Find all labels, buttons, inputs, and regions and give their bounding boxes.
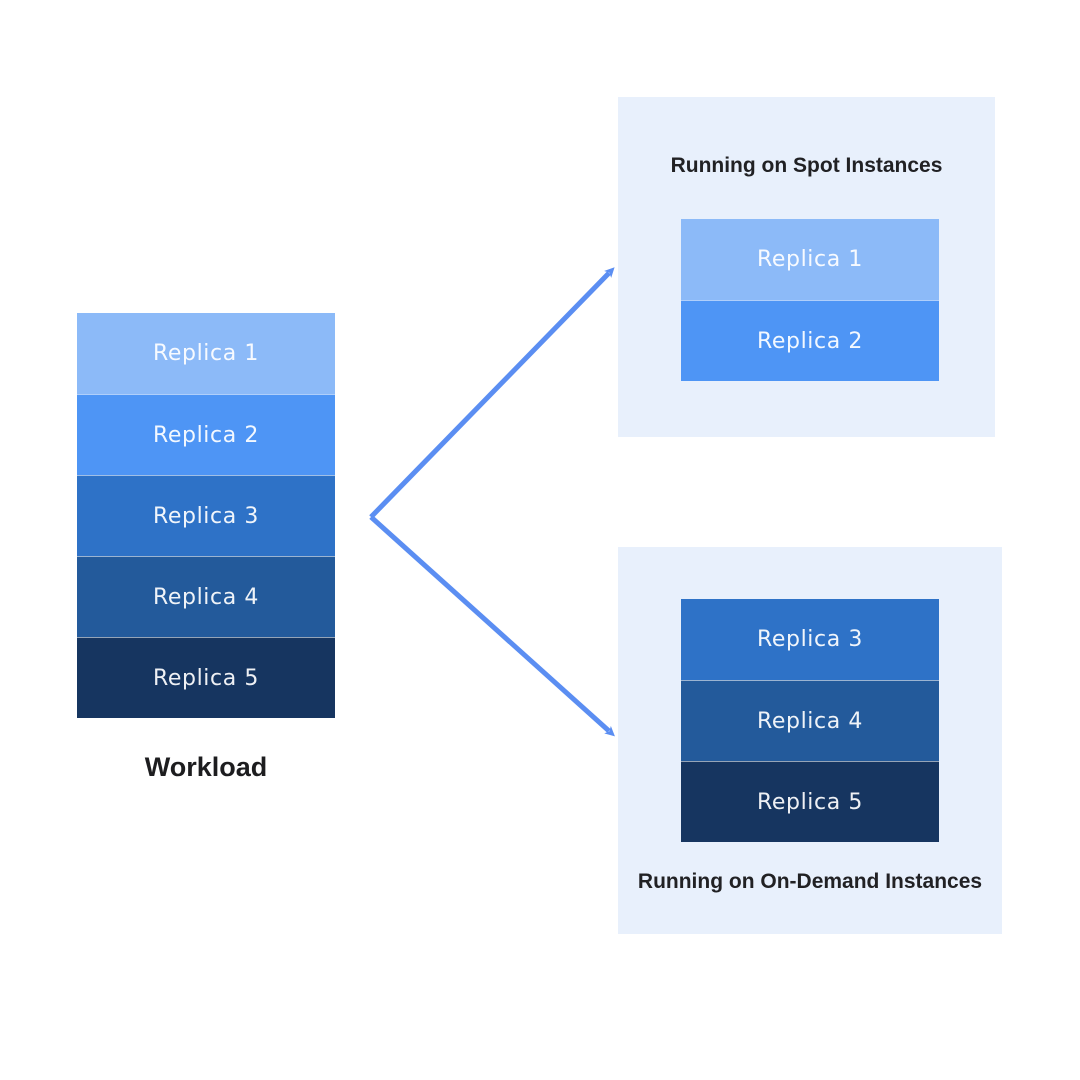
replica-block-replica-3: Replica 3: [77, 475, 335, 556]
on-demand-panel-title: Running on On-Demand Instances: [637, 870, 983, 893]
replica-label: Replica 2: [153, 422, 259, 448]
spot-panel-title: Running on Spot Instances: [670, 154, 943, 177]
replica-label: Replica 3: [153, 503, 259, 529]
arrow-to-on-demand: [369, 515, 615, 737]
replica-label: Replica 2: [757, 328, 863, 354]
replica-block-replica-1: Replica 1: [77, 313, 335, 394]
replica-block-replica-5: Replica 5: [77, 637, 335, 718]
replica-block-replica-4: Replica 4: [681, 680, 939, 761]
replica-block-replica-2: Replica 2: [77, 394, 335, 475]
replica-label: Replica 1: [153, 341, 259, 366]
workload-stack: Replica 1 Replica 2 Replica 3 Replica 4 Repl…: [77, 313, 335, 718]
replica-label: Replica 3: [757, 627, 863, 652]
workload-label: Workload: [144, 752, 268, 782]
replica-block-replica-5: Replica 5: [681, 761, 939, 842]
on-demand-replica-stack: Replica 3 Replica 4 Replica 5: [681, 599, 939, 842]
replica-block-replica-1: Replica 1: [681, 219, 939, 300]
replica-block-replica-3: Replica 3: [681, 599, 939, 680]
replica-label: Replica 4: [757, 708, 863, 734]
replica-label: Replica 1: [757, 247, 863, 272]
arrow-to-spot: [369, 267, 615, 519]
replica-block-replica-2: Replica 2: [681, 300, 939, 381]
replica-label: Replica 5: [757, 789, 863, 815]
spot-replica-stack: Replica 1 Replica 2: [681, 219, 939, 381]
replica-block-replica-4: Replica 4: [77, 556, 335, 637]
replica-label: Replica 4: [153, 584, 259, 610]
replica-label: Replica 5: [153, 665, 259, 691]
